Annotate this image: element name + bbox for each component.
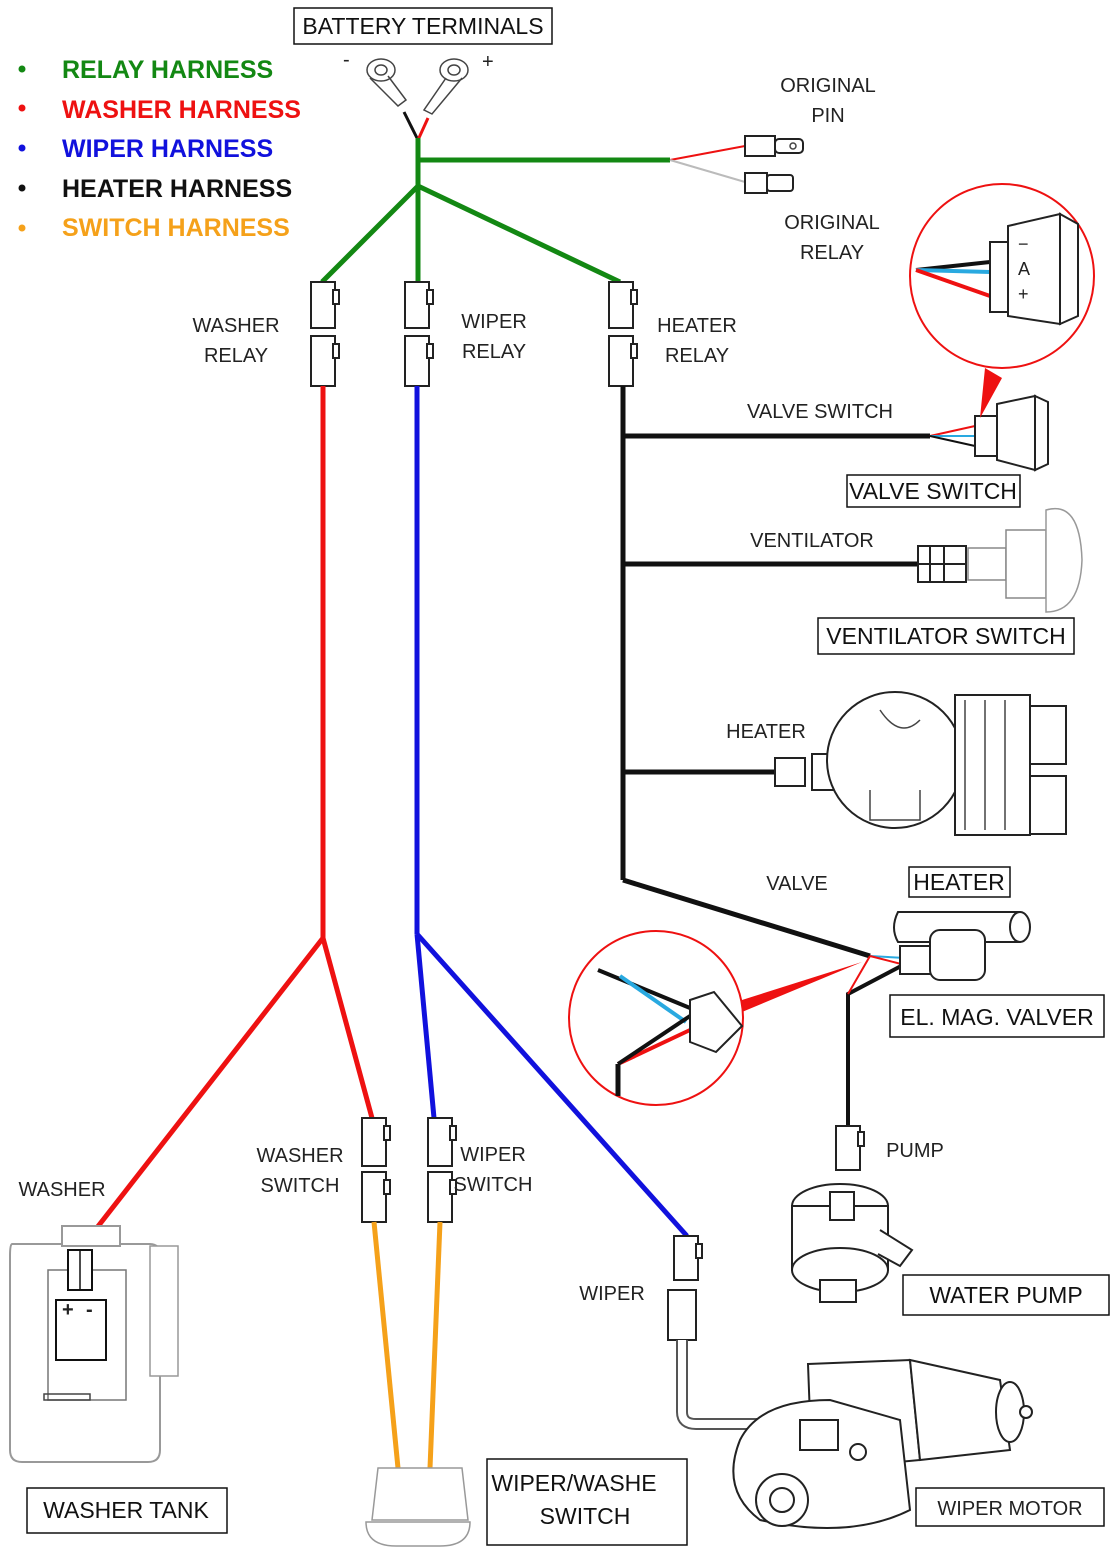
- battery-plus: +: [482, 51, 494, 73]
- wiper-relay: [404, 281, 434, 387]
- el-mag-valve-part: [893, 911, 1031, 981]
- battery-ring-terminals: [366, 58, 469, 115]
- battery-neg-lead: [402, 111, 420, 141]
- heater-wire-label: HEATER: [726, 721, 806, 743]
- valve-switch-part: [974, 394, 1049, 472]
- wiper-motor-box-label: WIPER MOTOR: [937, 1498, 1082, 1520]
- wiper-motor-cable: [676, 1340, 760, 1430]
- water-pump-box: [902, 1274, 1110, 1316]
- washer-harness: [76, 386, 375, 1254]
- relay-harness: [320, 138, 670, 285]
- legend-washer: WASHER HARNESS: [62, 96, 301, 124]
- heater-harness: [620, 386, 930, 959]
- heater-box-label: HEATER: [913, 869, 1005, 895]
- heater-relay: [608, 281, 638, 387]
- legend-dot-switch: [18, 224, 26, 232]
- wiper-switch-label-1: WIPER: [460, 1144, 526, 1166]
- washer-relay-label-1: WASHER: [192, 315, 279, 337]
- original-relay-label-2: RELAY: [800, 242, 864, 264]
- pump-wire-label: PUMP: [886, 1140, 944, 1162]
- ventilator-wire-label: VENTILATOR: [750, 530, 874, 552]
- valve-switch-box: [846, 474, 1021, 508]
- original-relay-connector: [744, 172, 794, 194]
- wiper-motor-part: [732, 1358, 1033, 1529]
- valve-switch-black-lead: [929, 435, 976, 447]
- water-pump-box-label: WATER PUMP: [929, 1282, 1082, 1308]
- washer-relay: [310, 281, 340, 387]
- switch-glyph-b: +: [1018, 284, 1029, 304]
- wiper-washer-switch-label-1: WIPER/WASHE: [491, 1470, 656, 1496]
- original-pin-label-1: ORIGINAL: [780, 75, 876, 97]
- wiper-relay-label-2: RELAY: [462, 341, 526, 363]
- washer-switch-label-2: SWITCH: [261, 1175, 340, 1197]
- el-mag-valver-box: [889, 994, 1105, 1038]
- battery-terminals-label: BATTERY TERMINALS: [302, 13, 543, 39]
- heater-relay-label-2: RELAY: [665, 345, 729, 367]
- battery-minus: -: [343, 49, 350, 71]
- switch-harness: [371, 1221, 443, 1469]
- pump-connector: [835, 1125, 865, 1171]
- valve-switch-zoom: − A +: [909, 183, 1095, 418]
- wiper-washer-switch-box: [486, 1458, 688, 1546]
- valve-zoom: [568, 930, 862, 1106]
- switch-glyph-a: A: [1018, 259, 1030, 279]
- wiper-harness: [414, 386, 689, 1238]
- heater-relay-label-1: HEATER: [657, 315, 737, 337]
- wiper-motor-box: [915, 1487, 1105, 1527]
- washer-tank-box: [26, 1487, 228, 1534]
- original-pin-wire: [669, 145, 746, 161]
- legend-dot-washer: [18, 104, 26, 112]
- wiper-switch-label-2: SWITCH: [454, 1174, 533, 1196]
- wiper-washer-switch-part: [365, 1467, 471, 1547]
- wiper-switch-connector: [427, 1117, 457, 1223]
- original-pin-label-2: PIN: [811, 105, 844, 127]
- legend: RELAY HARNESS WASHER HARNESS WIPER HARNE…: [18, 56, 301, 242]
- switch-glyph-c: −: [1018, 234, 1029, 254]
- ventilator-switch-box-label: VENTILATOR SWITCH: [826, 623, 1065, 649]
- battery-pos-lead: [416, 117, 430, 141]
- valve-switch-red-lead: [929, 425, 976, 437]
- wiper-motor-connector: [667, 1235, 703, 1341]
- wiper-wire-label: WIPER: [579, 1283, 645, 1305]
- legend-wiper: WIPER HARNESS: [62, 135, 273, 163]
- washer-switch-label-1: WASHER: [256, 1145, 343, 1167]
- legend-dot-relay: [18, 65, 26, 73]
- ventilator-switch-part: [917, 507, 1083, 613]
- original-pin-connector: [744, 135, 804, 157]
- washer-switch-connector: [361, 1117, 391, 1223]
- valve-switch-box-label: VALVE SWITCH: [849, 478, 1017, 504]
- washer-wire-label: WASHER: [18, 1179, 105, 1201]
- legend-dot-wiper: [18, 144, 26, 152]
- legend-heater: HEATER HARNESS: [62, 175, 292, 203]
- legend-dot-heater: [18, 184, 26, 192]
- legend-switch: SWITCH HARNESS: [62, 214, 290, 242]
- ventilator-switch-box: [817, 617, 1075, 655]
- original-relay-wire: [669, 159, 746, 183]
- heater-unit-part: [774, 691, 1067, 836]
- tank-plus-glyph: +: [62, 1299, 74, 1321]
- valve-switch-wire-label: VALVE SWITCH: [747, 401, 893, 423]
- washer-relay-label-2: RELAY: [204, 345, 268, 367]
- washer-tank-box-label: WASHER TANK: [43, 1497, 209, 1523]
- water-pump-part: [791, 1183, 914, 1303]
- original-relay-label-1: ORIGINAL: [784, 212, 880, 234]
- wiper-washer-switch-label-2: SWITCH: [540, 1503, 631, 1529]
- pump-red-lead: [847, 955, 871, 995]
- tank-minus-glyph: -: [86, 1299, 93, 1321]
- wiper-relay-label-1: WIPER: [461, 311, 527, 333]
- battery-terminals-box: [293, 7, 553, 45]
- heater-box: [908, 866, 1011, 898]
- pump-wire: [846, 962, 906, 1126]
- el-mag-valver-box-label: EL. MAG. VALVER: [900, 1004, 1093, 1030]
- washer-tank-part: [9, 1225, 179, 1463]
- valve-wire-label: VALVE: [766, 873, 828, 895]
- legend-relay: RELAY HARNESS: [62, 56, 273, 84]
